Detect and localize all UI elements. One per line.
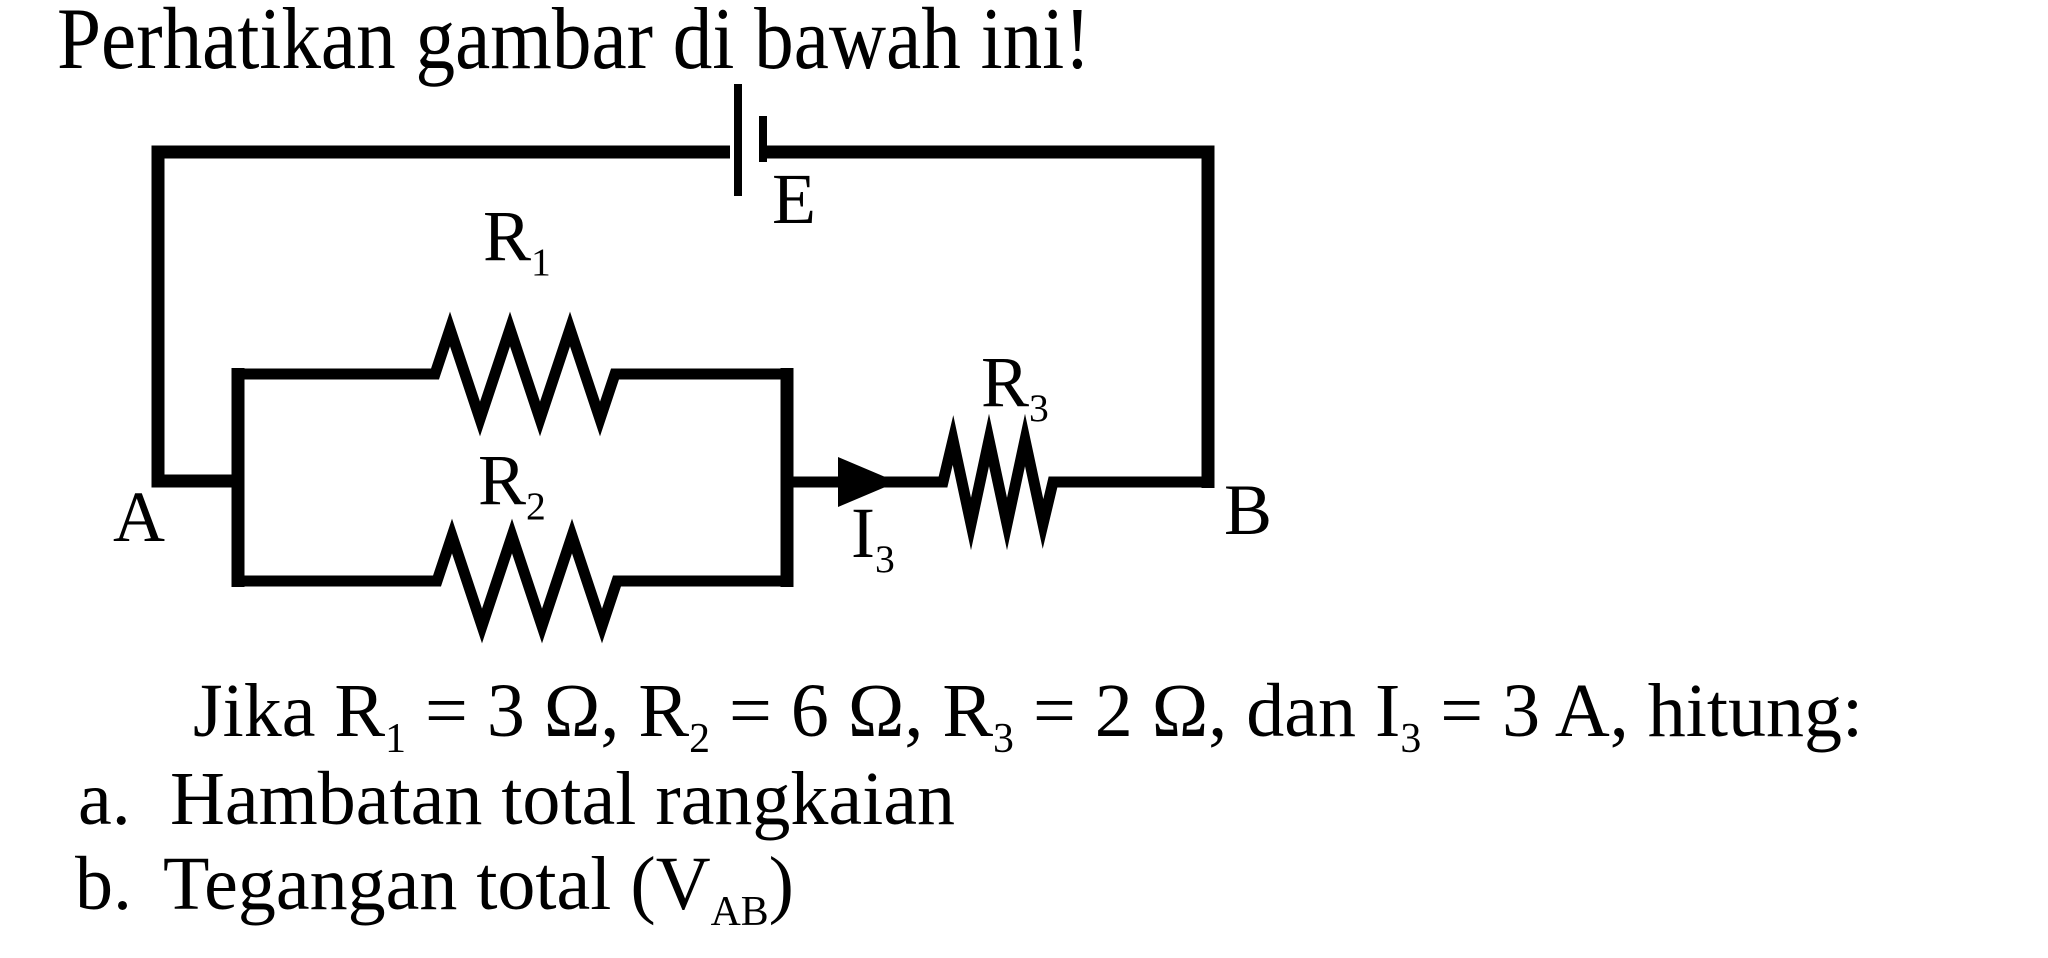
problem-given-line: Jika R1 = 3 Ω, R2 = 6 Ω, R3 = 2 Ω, dan I… bbox=[193, 669, 1864, 762]
item-a-text: Hambatan total rangkaian bbox=[170, 757, 956, 841]
resistor-r1-zigzag bbox=[232, 311, 793, 437]
item-a-marker: a. bbox=[78, 757, 131, 841]
label-r2: R2 bbox=[478, 440, 546, 529]
label-r1: R1 bbox=[483, 196, 551, 285]
wire-left-loop bbox=[151, 145, 730, 488]
item-b-text: Tegangan total (VAB) bbox=[163, 842, 794, 935]
label-r3: R3 bbox=[981, 342, 1049, 431]
label-battery-e: E bbox=[772, 159, 816, 239]
label-node-a: A bbox=[113, 477, 165, 557]
label-current-i3: I3 bbox=[851, 493, 895, 582]
resistor-r2-zigzag bbox=[232, 518, 793, 644]
item-b-marker: b. bbox=[75, 842, 132, 926]
label-node-b: B bbox=[1224, 470, 1273, 550]
page-title: Perhatikan gambar di bawah ini! bbox=[57, 0, 1091, 88]
current-arrow-icon bbox=[838, 457, 897, 507]
wire-top-right bbox=[767, 145, 1215, 488]
resistor-r3-zigzag bbox=[787, 413, 1214, 551]
